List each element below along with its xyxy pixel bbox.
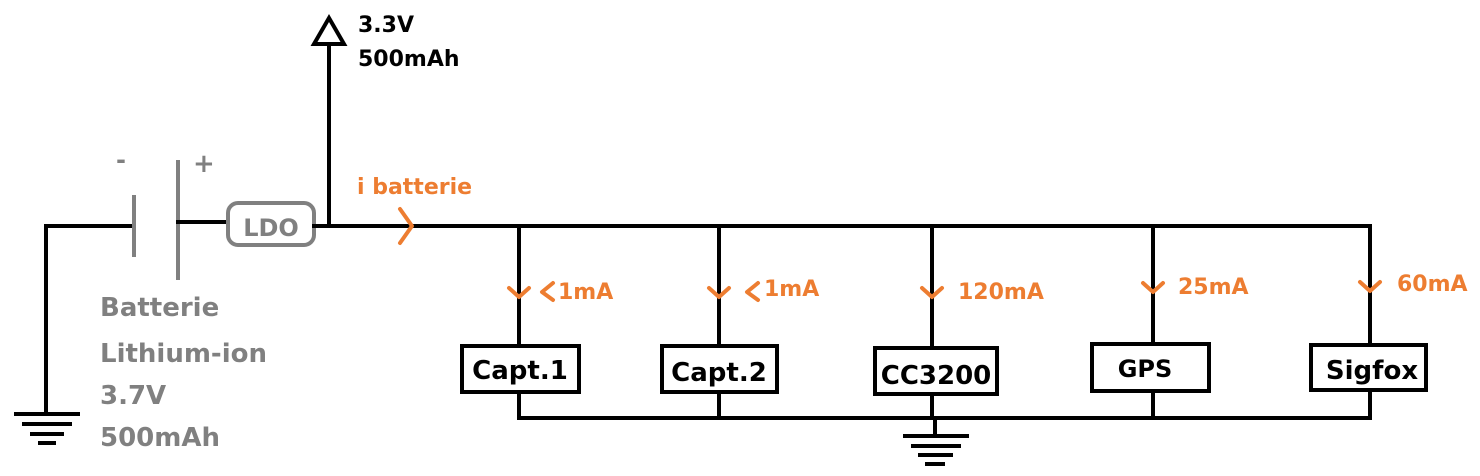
current-arrow-icon	[1141, 281, 1165, 294]
supply-capacity-label: 500mAh	[358, 47, 460, 72]
load-name-cc3200: CC3200	[881, 361, 992, 391]
ldo-label: LDO	[243, 214, 299, 242]
load-capt1: Capt.1 1mA	[460, 224, 613, 420]
battery-label-line-4: 500mAh	[100, 423, 220, 453]
main-current-label: i batterie	[357, 175, 472, 200]
battery-icon	[44, 160, 230, 414]
supply-arrow-icon	[310, 13, 348, 228]
supply-voltage-label: 3.3V	[358, 13, 414, 38]
current-arrow-icon	[540, 281, 555, 302]
load-current-gps: 25mA	[1178, 275, 1249, 300]
current-arrow-icon	[707, 286, 731, 299]
current-arrow-icon	[507, 286, 531, 299]
load-name-gps: GPS	[1118, 355, 1173, 383]
load-sigfox: Sigfox 60mA	[1309, 224, 1468, 420]
battery-minus-label: -	[116, 146, 126, 174]
load-gps: GPS 25mA	[1090, 224, 1249, 420]
load-name-capt1: Capt.1	[472, 356, 568, 386]
current-arrow-icon	[1358, 280, 1382, 293]
load-capt2: Capt.2 1mA	[660, 224, 819, 420]
battery-plus-label: +	[193, 149, 215, 179]
load-current-capt1: 1mA	[558, 280, 613, 305]
current-arrow-icon	[398, 207, 414, 245]
ground-icon	[14, 412, 80, 445]
battery-label-line-2: Lithium-ion	[100, 339, 267, 369]
load-current-cc3200: 120mA	[958, 280, 1044, 305]
current-arrow-icon	[920, 286, 944, 299]
load-cc3200: CC3200 120mA	[873, 224, 1044, 420]
ground-icon	[903, 434, 969, 466]
current-arrow-icon	[745, 281, 760, 302]
load-name-capt2: Capt.2	[671, 358, 767, 388]
battery-label-line-1: Batterie	[100, 293, 219, 323]
battery-label-line-3: 3.7V	[100, 381, 166, 411]
load-current-capt2: 1mA	[764, 277, 819, 302]
load-current-sigfox: 60mA	[1397, 272, 1468, 297]
load-name-sigfox: Sigfox	[1326, 356, 1418, 386]
